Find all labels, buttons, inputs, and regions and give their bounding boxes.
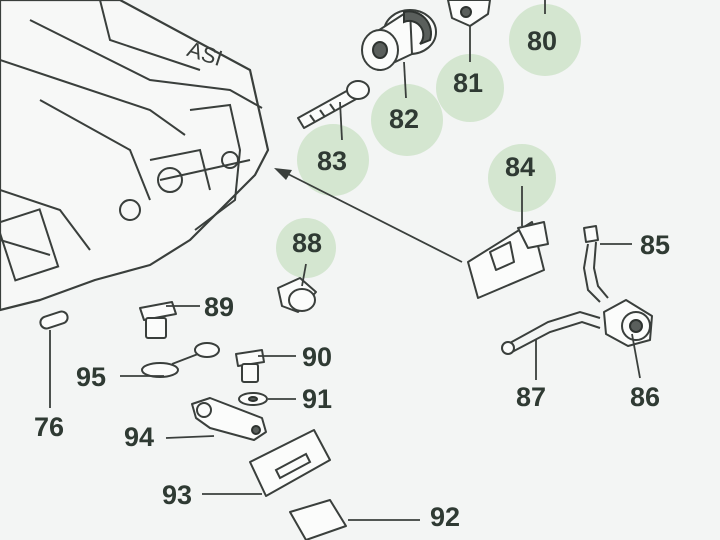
main-housing-casting: ASI — [0, 0, 270, 312]
callout-94: 94 — [124, 422, 154, 452]
part-87-hose — [501, 310, 601, 355]
part-86-fitting — [603, 299, 653, 347]
callout-80: 80 — [527, 26, 557, 56]
callout-95: 95 — [76, 362, 106, 392]
part-95-clip — [141, 342, 220, 378]
leader-lines — [49, 0, 641, 521]
part-82-bushing — [361, 9, 437, 71]
callout-83: 83 — [317, 146, 347, 176]
part-76-pin — [39, 310, 69, 330]
callout-86: 86 — [630, 382, 660, 412]
callout-labels: 80 81 82 83 84 85 86 87 88 89 90 91 92 9… — [34, 26, 670, 532]
assembly-arrow — [274, 168, 463, 263]
callout-91: 91 — [302, 384, 332, 414]
callout-87: 87 — [516, 382, 546, 412]
part-89-screw — [139, 301, 177, 339]
part-91-washer — [238, 392, 268, 406]
part-94-lever — [191, 397, 267, 441]
part-88-plug — [277, 277, 317, 313]
callout-92: 92 — [430, 502, 460, 532]
part-84-bracket — [467, 221, 549, 299]
callout-85: 85 — [640, 230, 670, 260]
part-81-fitting — [447, 0, 491, 27]
callout-84: 84 — [505, 152, 535, 182]
callout-93: 93 — [162, 480, 192, 510]
callout-bubbles — [276, 4, 581, 278]
part-93-plate — [249, 429, 331, 497]
part-85-elbow — [582, 225, 609, 303]
part-90-screw — [235, 349, 265, 383]
part-92-block — [289, 499, 347, 540]
part-83-bolt — [297, 80, 370, 129]
callout-76: 76 — [34, 412, 64, 442]
callout-82: 82 — [389, 104, 419, 134]
callout-88: 88 — [292, 228, 322, 258]
callout-89: 89 — [204, 292, 234, 322]
callout-90: 90 — [302, 342, 332, 372]
callout-81: 81 — [453, 68, 483, 98]
